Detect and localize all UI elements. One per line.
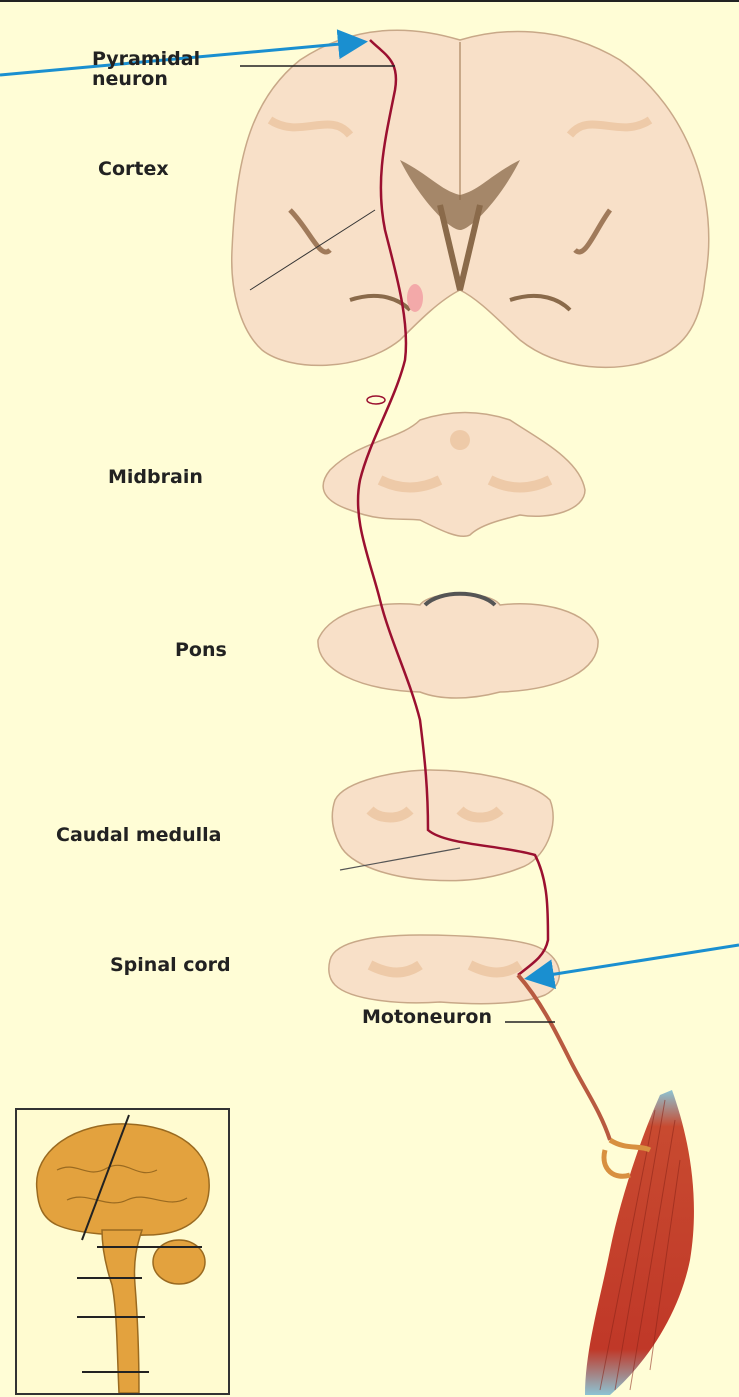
midbrain-label: Midbrain: [108, 468, 203, 488]
pyramidal-label: Pyramidal neuron: [92, 50, 200, 90]
tract-marker: [367, 396, 385, 404]
caudal-medulla-section: [332, 770, 553, 881]
pyramidal-label-line2: neuron: [92, 70, 200, 90]
cortex-label: Cortex: [98, 160, 169, 180]
pyramidal-label-line1: Pyramidal: [92, 50, 200, 70]
pons-section: [318, 594, 598, 698]
pons-label: Pons: [175, 641, 227, 661]
spinal-cord-label: Spinal cord: [110, 956, 231, 976]
inset-brain-diagram: [17, 1110, 228, 1393]
muscle-illustration: [585, 1090, 694, 1395]
cortex-section: [232, 30, 709, 367]
motoneuron-pointer-arrow: [530, 945, 739, 978]
section-levels-inset: [15, 1108, 230, 1395]
caudal-medulla-label: Caudal medulla: [56, 826, 222, 846]
motoneuron-label: Motoneuron: [362, 1008, 492, 1028]
